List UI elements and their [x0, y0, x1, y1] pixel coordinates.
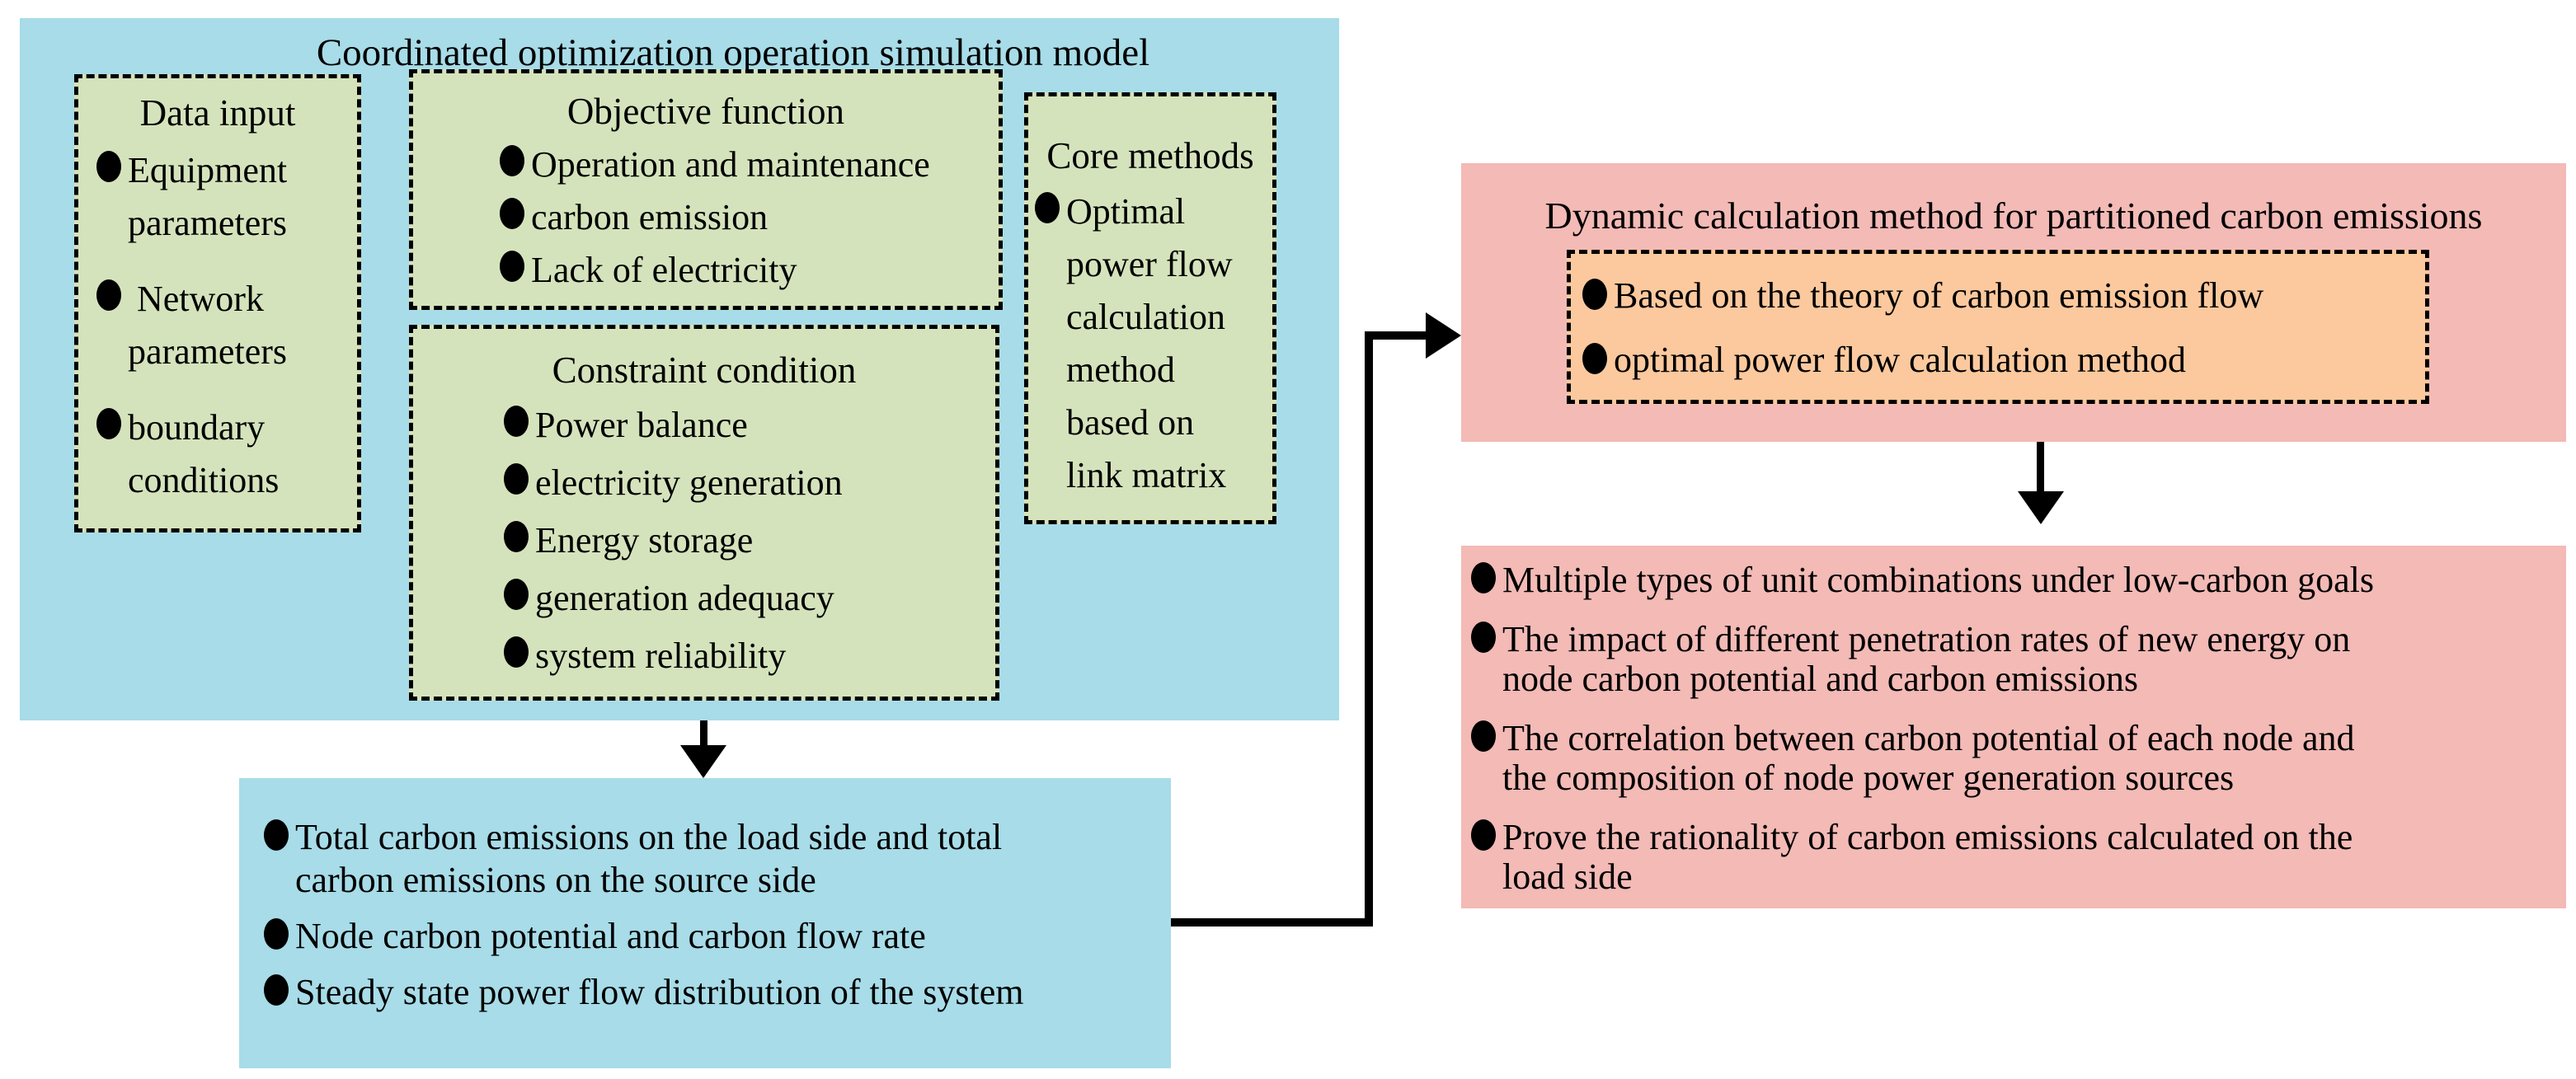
analysis-results-box: Multiple types of unit combinations unde… — [1461, 546, 2566, 908]
bullet-text: Power balance — [535, 405, 748, 445]
bullet-icon — [1471, 562, 1496, 593]
bullet-item: Operation and maintenance — [500, 139, 999, 190]
bullet-item: optimal power flow calculation method — [1582, 340, 2425, 381]
bullet-icon — [504, 521, 529, 552]
bullet-icon — [1471, 720, 1496, 752]
bullet-icon — [1471, 819, 1496, 851]
bullet-icon — [96, 151, 121, 182]
simulation-outputs-box: Total carbon emissions on the load side … — [239, 778, 1171, 1068]
connector-horizontal-bottom — [1171, 918, 1373, 927]
bullet-text: Lack of electricity — [531, 250, 797, 290]
connector-vertical — [1365, 331, 1373, 927]
analysis-results-list: Multiple types of unit combinations unde… — [1461, 546, 2566, 897]
bullet-item: Steady state power flow distribution of … — [264, 971, 1158, 1014]
core-methods-list: Optimal power flow calculation method ba… — [1028, 185, 1272, 502]
bullet-item: Based on the theory of carbon emission f… — [1582, 275, 2425, 317]
bullet-icon — [500, 198, 524, 229]
bullet-icon — [96, 279, 121, 311]
bullet-item: Multiple types of unit combinations unde… — [1471, 561, 2550, 600]
bullet-item: Node carbon potential and carbon flow ra… — [264, 915, 1158, 958]
bullet-item: Equipment parameters — [96, 144, 357, 250]
bullet-text: Network parameters — [128, 279, 287, 372]
bullet-item: boundary conditions — [96, 401, 357, 507]
bullet-item: The correlation between carbon potential… — [1471, 719, 2550, 798]
bullet-text: generation adequacy — [535, 578, 834, 618]
objective-function-box: Objective function Operation and mainten… — [409, 69, 1003, 310]
data-input-title: Data input — [139, 92, 296, 134]
arrow-line — [2037, 442, 2044, 495]
bullet-text: electricity generation — [535, 462, 843, 503]
data-input-list: Equipment parameters Network parameters b… — [78, 144, 357, 507]
data-input-box: Data input Equipment parameters Network … — [74, 74, 361, 532]
arrowhead-right-icon — [1426, 312, 1461, 359]
bullet-text: boundary conditions — [128, 407, 280, 500]
core-methods-box: Core methods Optimal power flow calculat… — [1024, 92, 1276, 524]
simulation-model-title: Coordinated optimization operation simul… — [316, 31, 1150, 74]
bullet-text: Multiple types of unit combinations unde… — [1502, 560, 2375, 600]
bullet-icon — [500, 251, 524, 282]
objective-function-list: Operation and maintenance carbon emission… — [413, 139, 999, 296]
bullet-text: system reliability — [535, 636, 787, 676]
bullet-item: Total carbon emissions on the load side … — [264, 816, 1158, 902]
bullet-item: Optimal power flow calculation method ba… — [1035, 185, 1272, 502]
bullet-icon — [504, 463, 529, 495]
bullet-text: Equipment parameters — [128, 150, 288, 243]
dynamic-method-box: Dynamic calculation method for partition… — [1461, 163, 2566, 442]
arrowhead-down-icon — [680, 745, 726, 778]
bullet-icon — [500, 145, 524, 176]
bullet-item: Network parameters — [96, 273, 357, 378]
bullet-text: The impact of different penetration rate… — [1502, 619, 2351, 699]
bullet-text: Optimal power flow calculation method ba… — [1066, 191, 1233, 495]
bullet-text: Steady state power flow distribution of … — [295, 972, 1024, 1012]
bullet-icon — [504, 636, 529, 668]
bullet-item: Energy storage — [504, 515, 995, 566]
bullet-item: Lack of electricity — [500, 245, 999, 296]
simulation-model-box: Coordinated optimization operation simul… — [20, 18, 1339, 720]
bullet-text: Total carbon emissions on the load side … — [295, 817, 1003, 900]
bullet-text: carbon emission — [531, 197, 769, 237]
bullet-item: Power balance — [504, 400, 995, 451]
bullet-text: Node carbon potential and carbon flow ra… — [295, 916, 926, 956]
bullet-text: Based on the theory of carbon emission f… — [1614, 275, 2264, 316]
bullet-icon — [264, 974, 289, 1006]
dynamic-method-title: Dynamic calculation method for partition… — [1544, 195, 2483, 237]
constraint-condition-box: Constraint condition Power balance electr… — [409, 325, 999, 701]
bullet-icon — [1035, 192, 1060, 223]
bullet-item: electricity generation — [504, 457, 995, 509]
bullet-item: generation adequacy — [504, 573, 995, 624]
simulation-outputs-list: Total carbon emissions on the load side … — [239, 778, 1171, 1014]
bullet-text: Energy storage — [535, 520, 754, 561]
bullet-icon — [1582, 343, 1607, 374]
constraint-condition-title: Constraint condition — [552, 350, 857, 391]
bullet-icon — [96, 408, 121, 439]
arrow-line — [700, 720, 707, 748]
bullet-item: carbon emission — [500, 192, 999, 243]
bullet-item: Prove the rationality of carbon emission… — [1471, 818, 2550, 897]
bullet-text: Operation and maintenance — [531, 144, 930, 185]
bullet-icon — [1582, 279, 1607, 310]
bullet-item: The impact of different penetration rate… — [1471, 620, 2550, 699]
bullet-text: optimal power flow calculation method — [1614, 340, 2187, 380]
bullet-item: system reliability — [504, 631, 995, 682]
objective-function-title: Objective function — [566, 91, 845, 132]
bullet-text: The correlation between carbon potential… — [1502, 718, 2355, 798]
method-basis-box: Based on the theory of carbon emission f… — [1567, 250, 2429, 404]
method-basis-list: Based on the theory of carbon emission f… — [1571, 254, 2425, 381]
bullet-icon — [504, 579, 529, 610]
arrowhead-down-icon — [2018, 491, 2064, 524]
bullet-icon — [264, 918, 289, 950]
bullet-text: Prove the rationality of carbon emission… — [1502, 817, 2353, 897]
connector-horizontal-top — [1373, 331, 1429, 340]
core-methods-title: Core methods — [1046, 135, 1254, 176]
bullet-icon — [264, 819, 289, 851]
bullet-icon — [504, 406, 529, 437]
bullet-icon — [1471, 622, 1496, 653]
